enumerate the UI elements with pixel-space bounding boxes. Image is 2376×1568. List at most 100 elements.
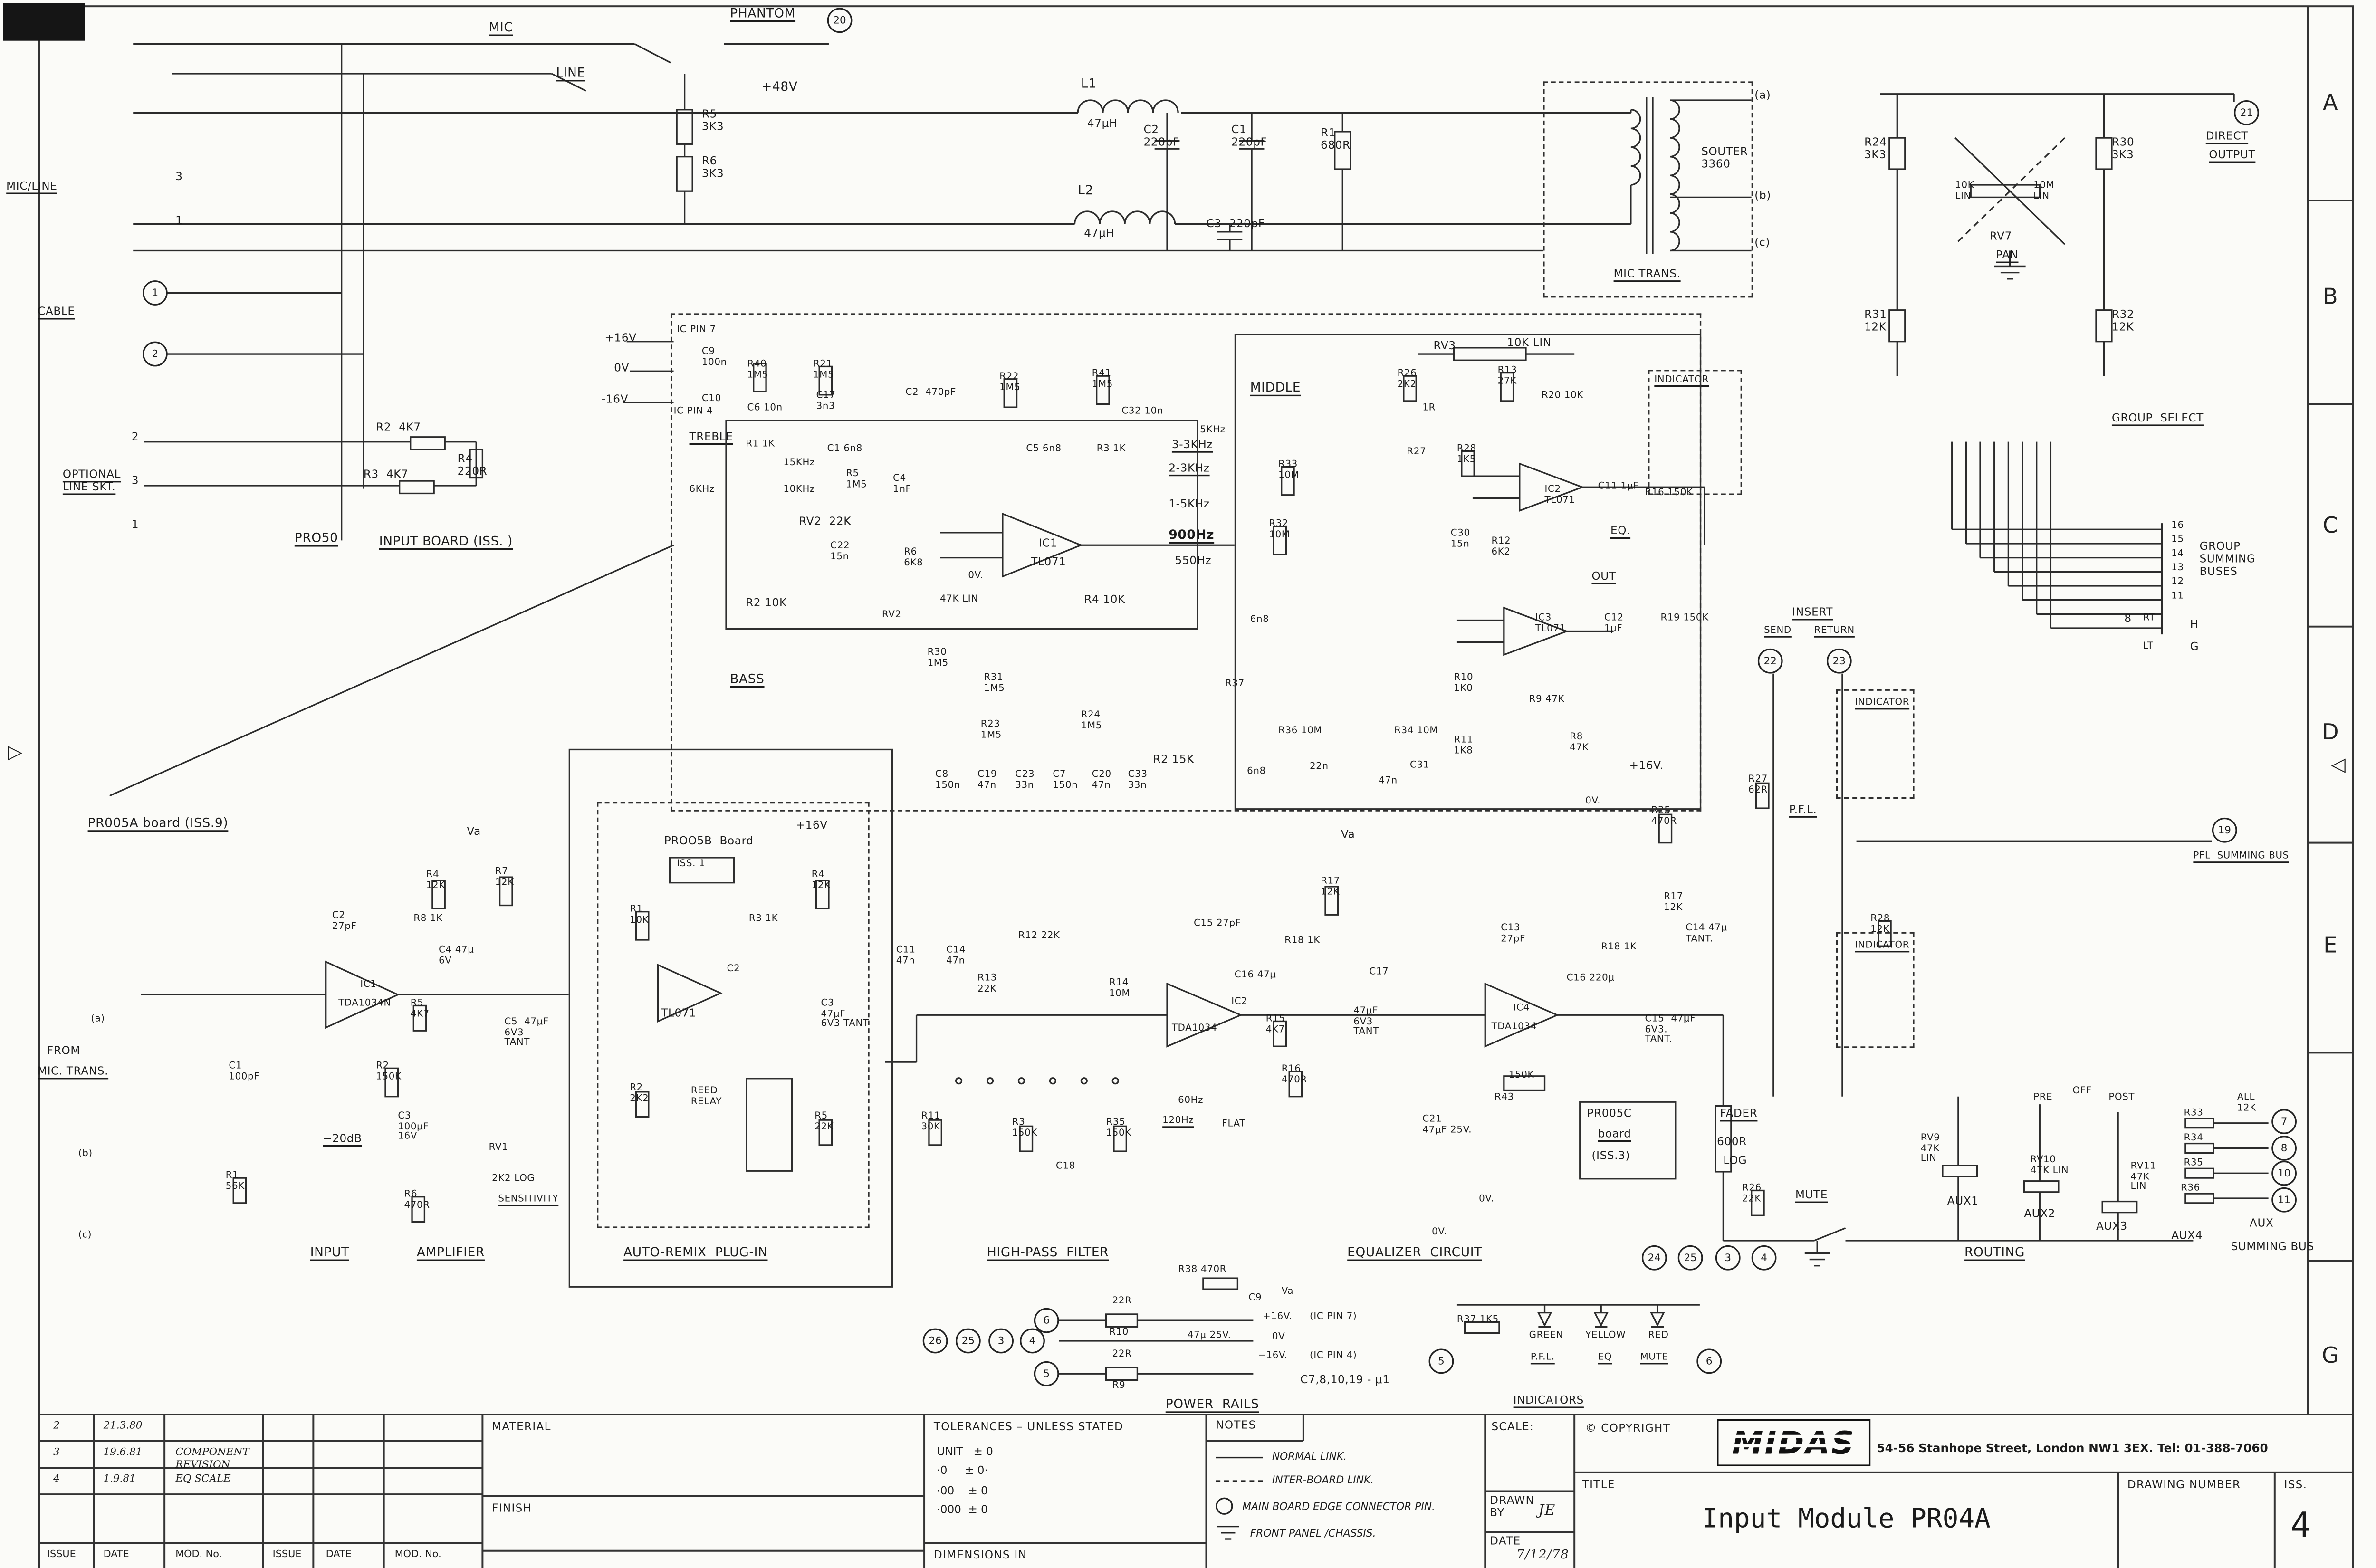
- schematic-label: C2: [727, 963, 740, 975]
- schematic-label: IC PIN 4: [673, 405, 713, 417]
- schematic-label: 0V.: [1585, 795, 1601, 807]
- schematic-label: R9 47K: [1529, 694, 1565, 705]
- schematic-label: MUTE: [1640, 1352, 1668, 1363]
- connector-pin-24: 24: [1641, 1245, 1667, 1271]
- connector-pin-22: 22: [1757, 648, 1783, 674]
- board-outline-box: [597, 802, 870, 1228]
- schematic-label: R35: [2184, 1157, 2204, 1169]
- schematic-label: C21 47μF 25V.: [1422, 1113, 1472, 1136]
- schematic-label: R11 1K8: [1454, 735, 1474, 756]
- schematic-label: (a): [1754, 89, 1771, 102]
- schematic-label: AUX2: [2024, 1207, 2056, 1221]
- drawing-number-label: DRAWING NUMBER: [2127, 1479, 2241, 1492]
- note-item: MAIN BOARD EDGE CONNECTOR PIN.: [1216, 1497, 1474, 1515]
- schematic-label: 0V.: [968, 570, 984, 582]
- schematic-label: R4 12K: [811, 869, 831, 891]
- schematic-label: R24 1M5: [1081, 709, 1102, 731]
- schematic-label: R12 22K: [1018, 930, 1060, 942]
- schematic-label: FADER: [1720, 1107, 1758, 1120]
- schematic-label: C19 47n: [977, 769, 997, 791]
- schematic-label: AUX: [2250, 1217, 2274, 1230]
- schematic-label: R16 470R: [1281, 1063, 1307, 1085]
- connector-pin-3: 3: [1715, 1245, 1741, 1271]
- schematic-label: EQ: [1598, 1352, 1612, 1363]
- connector-pin-11: 11: [2271, 1187, 2297, 1213]
- schematic-label: C1 6n8: [827, 443, 863, 455]
- schematic-label: C12 1μF: [1604, 612, 1624, 634]
- schematic-label: RV10 47K LIN: [2030, 1154, 2069, 1176]
- schematic-label: TL071: [1031, 556, 1066, 569]
- tolerance-row: ·000 ± 0: [937, 1503, 988, 1516]
- schematic-label: INPUT: [310, 1245, 349, 1260]
- zone-letter-B: B: [2322, 285, 2338, 310]
- schematic-label: R3 1K: [748, 913, 778, 925]
- tolerance-row: ·00 ± 0: [937, 1484, 988, 1497]
- schematic-label: HIGH-PASS FILTER: [987, 1245, 1109, 1260]
- connector-pin-23: 23: [1826, 648, 1852, 674]
- schematic-label: R32 10M: [1269, 518, 1290, 540]
- schematic-label: −16V.: [1258, 1350, 1288, 1361]
- connector-pin-25: 25: [955, 1328, 981, 1354]
- schematic-label: (c): [78, 1229, 92, 1241]
- schematic-label: R37 1K5: [1456, 1314, 1499, 1326]
- schematic-label: (b): [1754, 189, 1771, 202]
- schematic-label: R19 150K: [1660, 612, 1709, 624]
- schematic-label: RETURN: [1814, 625, 1855, 636]
- schematic-label: +16V: [604, 332, 637, 345]
- schematic-label: C8 150n: [935, 769, 961, 791]
- schematic-label: C5 6n8: [1026, 443, 1062, 455]
- schematic-label: ◁: [2331, 753, 2346, 775]
- schematic-label: 150K: [1508, 1070, 1534, 1081]
- schematic-label: C17 3n3: [816, 390, 836, 412]
- board-outline-box: [1836, 689, 1915, 799]
- schematic-label: 16: [2171, 520, 2184, 531]
- schematic-label: -16V: [601, 393, 629, 406]
- schematic-label: TDA1034: [1171, 1023, 1217, 1034]
- schematic-label: R31 1M5: [984, 672, 1005, 694]
- schematic-label: board: [1598, 1128, 1631, 1140]
- schematic-label: C30 15n: [1450, 527, 1470, 550]
- schematic-label: P.F.L.: [1789, 803, 1817, 816]
- schematic-label: R13 27K: [1497, 365, 1517, 387]
- schematic-label: R35 150K: [1106, 1117, 1131, 1138]
- note-label: MAIN BOARD EDGE CONNECTOR PIN.: [1242, 1500, 1435, 1512]
- date-value: 7/12/78: [1516, 1548, 1570, 1562]
- line-symbol-icon: [1216, 1456, 1263, 1458]
- schematic-label: TDA1034: [1491, 1021, 1537, 1033]
- schematic-label: RED: [1648, 1329, 1669, 1341]
- schematic-label: REED RELAY: [690, 1085, 722, 1107]
- revision-cell: 2: [53, 1419, 60, 1432]
- schematic-label: R21 1M5: [813, 358, 834, 381]
- connector-pin-4: 4: [1020, 1328, 1045, 1354]
- schematic-label: SENSITIVITY: [498, 1194, 559, 1205]
- schematic-label: R14 10M: [1109, 977, 1131, 999]
- schematic-label: R3 150K: [1012, 1117, 1038, 1138]
- dashed-symbol-icon: [1216, 1479, 1263, 1482]
- schematic-label: PRE: [2033, 1091, 2053, 1103]
- schematic-label: R8 47K: [1570, 731, 1589, 753]
- schematic-label: 12: [2171, 576, 2184, 588]
- revision-header: ISSUE: [47, 1549, 76, 1560]
- schematic-label: (c): [1754, 236, 1771, 249]
- schematic-label: AUX4: [2171, 1229, 2203, 1243]
- board-outline-box: [746, 1078, 793, 1172]
- schematic-label: C32 10n: [1121, 405, 1164, 417]
- schematic-label: FROM: [47, 1044, 80, 1058]
- schematic-label: 47μH: [1084, 227, 1115, 240]
- schematic-label: C33 33n: [1128, 769, 1148, 791]
- schematic-label: C2 27pF: [332, 910, 357, 932]
- notes-legend: NORMAL LINK.INTER-BOARD LINK.MAIN BOARD …: [1216, 1451, 1474, 1552]
- schematic-label: IC3 TL071: [1535, 612, 1566, 634]
- schematic-label: R27 62R: [1748, 774, 1768, 795]
- schematic-label: 900Hz: [1169, 527, 1215, 542]
- drawn-by-value: JE: [1538, 1503, 1556, 1520]
- schematic-label: C7,8,10,19 - μ1: [1300, 1374, 1390, 1386]
- schematic-label: R1 1K: [746, 439, 775, 450]
- schematic-label: R27: [1407, 446, 1427, 458]
- schematic-label: R3 4K7: [363, 468, 409, 481]
- schematic-label: 47K LIN: [940, 593, 978, 605]
- schematic-label: C15 27pF: [1194, 918, 1241, 929]
- schematic-label: GROUP SELECT: [2111, 412, 2204, 425]
- schematic-label: R18 1K: [1284, 935, 1321, 947]
- schematic-label: YELLOW: [1585, 1329, 1626, 1341]
